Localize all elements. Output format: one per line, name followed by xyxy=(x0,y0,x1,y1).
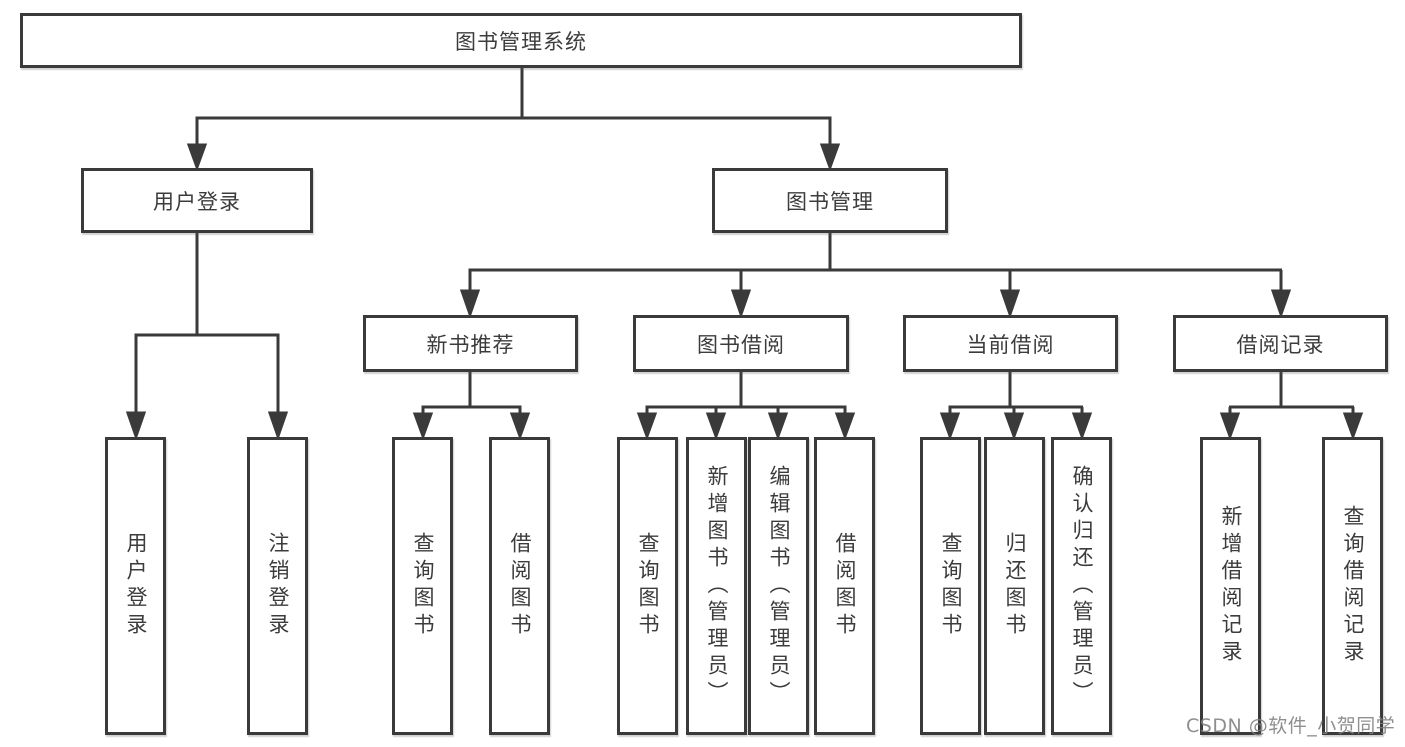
csdn-watermark: CSDN @软件_小贺同学 xyxy=(1186,715,1396,737)
node-borrow-books-borrowing: 借阅图书 xyxy=(814,437,875,735)
node-user-login-leaf: 用户登录 xyxy=(105,437,166,735)
node-label: 查询图书 xyxy=(939,532,963,640)
node-add-book-admin: 新增图书（管理员） xyxy=(686,437,747,735)
connector-new-book-recommend-to-leaves xyxy=(412,370,531,441)
connector-borrow-records-to-leaves xyxy=(1219,370,1364,441)
node-confirm-return-admin: 确认归还（管理员） xyxy=(1051,437,1112,735)
node-edit-book-admin: 编辑图书（管理员） xyxy=(748,437,809,735)
node-label: 用户登录 xyxy=(124,532,148,640)
connector-user-login-to-leaves xyxy=(125,231,289,441)
node-label: 归还图书 xyxy=(1003,532,1027,640)
node-query-books-current: 查询图书 xyxy=(920,437,981,735)
node-query-books-recommend: 查询图书 xyxy=(392,437,453,735)
node-label: 注销登录 xyxy=(266,532,290,640)
connector-root-to-level2 xyxy=(186,66,841,172)
node-label: 查询借阅记录 xyxy=(1341,505,1365,667)
node-label: 图书管理 xyxy=(786,189,874,214)
node-borrow-records: 借阅记录 xyxy=(1173,315,1388,372)
node-label: 新增借阅记录 xyxy=(1219,505,1243,667)
node-label: 图书管理系统 xyxy=(455,29,587,54)
node-new-book-recommend: 新书推荐 xyxy=(363,315,578,372)
node-label: 新增图书（管理员） xyxy=(705,464,729,708)
node-add-borrow-record: 新增借阅记录 xyxy=(1200,437,1261,735)
node-query-books-borrowing: 查询图书 xyxy=(617,437,678,735)
node-borrow-books-recommend: 借阅图书 xyxy=(489,437,550,735)
node-label: 借阅图书 xyxy=(833,532,857,640)
connector-current-borrowing-to-leaves xyxy=(939,370,1093,441)
node-label: 确认归还（管理员） xyxy=(1070,464,1094,708)
node-library-management-system: 图书管理系统 xyxy=(20,13,1022,68)
node-user-login: 用户登录 xyxy=(81,168,313,233)
node-label: 用户登录 xyxy=(153,189,241,214)
connector-book-borrowing-to-leaves xyxy=(636,370,856,441)
node-label: 新书推荐 xyxy=(426,332,515,357)
node-logout: 注销登录 xyxy=(247,437,308,735)
node-label: 借阅图书 xyxy=(508,532,532,640)
node-label: 当前借阅 xyxy=(966,332,1055,357)
node-label: 借阅记录 xyxy=(1236,332,1325,357)
node-book-management: 图书管理 xyxy=(712,168,948,233)
node-label: 编辑图书（管理员） xyxy=(767,464,791,708)
connector-book-management-to-level3 xyxy=(459,231,1292,319)
node-label: 查询图书 xyxy=(636,532,660,640)
node-label: 图书借阅 xyxy=(697,332,785,357)
node-label: 查询图书 xyxy=(411,532,435,640)
node-query-borrow-record: 查询借阅记录 xyxy=(1322,437,1383,735)
node-current-borrowing: 当前借阅 xyxy=(903,315,1118,372)
node-return-book: 归还图书 xyxy=(984,437,1045,735)
node-book-borrowing: 图书借阅 xyxy=(633,315,849,372)
